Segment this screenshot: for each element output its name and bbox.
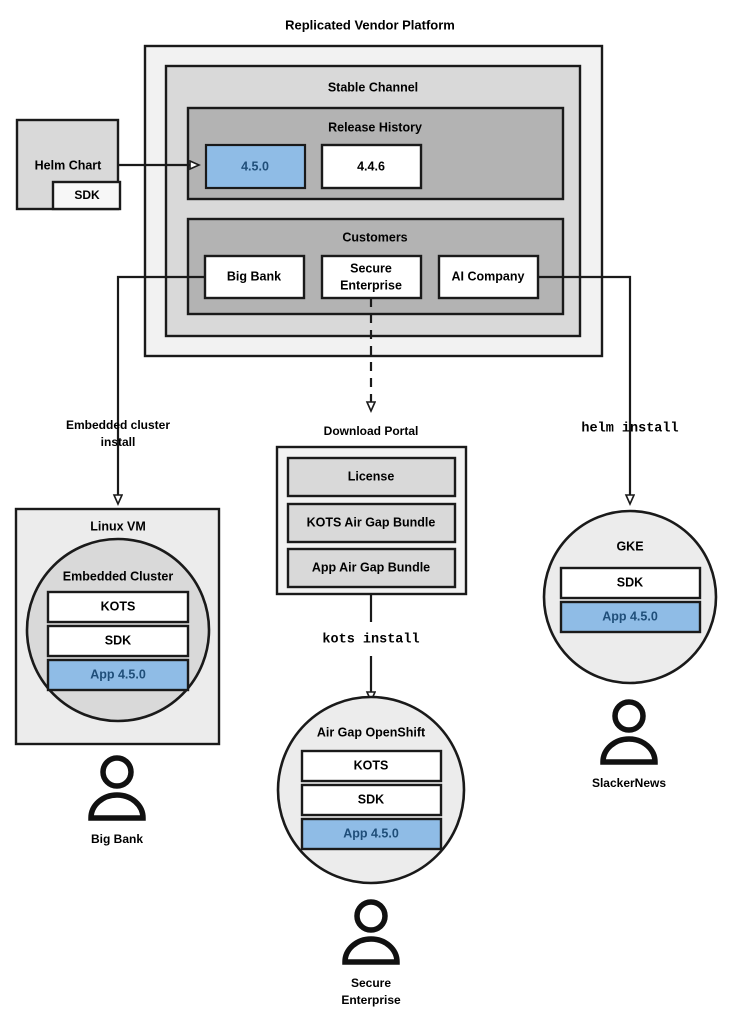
download-artifact-label-app-air-gap-bundle: App Air Gap Bundle [312,560,430,574]
person-icon-big-bank [88,755,146,821]
host-label-linux-vm: Linux VM [90,519,146,533]
stable-channel-title: Stable Channel [328,80,418,94]
customer-name-secure-enterprise-line1: Secure [351,976,391,990]
customer-label-secure-enterprise-line2: Enterprise [340,278,402,292]
page-title: Replicated Vendor Platform [285,17,455,32]
component-label-linux-vm-sdk: SDK [105,633,131,647]
component-label-gke-app: App 4.5.0 [602,609,658,623]
component-box-gke-sdk[interactable] [559,566,702,600]
host-label-gke: GKE [616,539,643,553]
customer-box-ai-company[interactable] [437,254,540,300]
component-box-linux-vm-sdk[interactable] [46,624,190,658]
component-label-openshift-sdk: SDK [358,792,384,806]
helm-chart-sdk-label: SDK [74,188,100,202]
customers-title: Customers [342,230,407,244]
download-portal-title: Download Portal [324,424,419,438]
edge-big-bank-to-linux-vm [118,275,205,503]
customer-label-big-bank: Big Bank [227,269,281,283]
customer-label-secure-enterprise-line1: Secure [350,261,392,275]
customer-name-secure-enterprise-line2: Enterprise [341,993,401,1007]
download-artifact-label-kots-air-gap-bundle: KOTS Air Gap Bundle [307,515,436,529]
edge-label-helm-install: helm install [581,422,678,437]
edge-label-kots-install: kots install [322,633,419,648]
customer-name-big-bank: Big Bank [91,832,143,846]
component-label-linux-vm-kots: KOTS [101,599,136,613]
host-label-air-gap-openshift: Air Gap OpenShift [317,725,426,739]
release-history-title: Release History [328,120,422,134]
customer-label-ai-company: AI Company [452,269,525,283]
component-label-openshift-kots: KOTS [354,758,389,772]
release-version-current: 4.5.0 [241,159,269,173]
download-artifact-kots-air-gap-bundle[interactable] [286,502,457,544]
helm-chart-sdk-box[interactable] [51,180,122,211]
release-box-previous[interactable] [320,143,423,190]
person-icon-slackernews [600,699,658,765]
component-label-openshift-app: App 4.5.0 [343,826,399,840]
component-box-linux-vm-app[interactable] [46,658,190,692]
customer-box-secure-enterprise[interactable] [320,254,423,300]
download-artifact-license[interactable] [286,456,457,498]
component-label-linux-vm-app: App 4.5.0 [90,667,146,681]
download-artifact-app-air-gap-bundle[interactable] [286,547,457,589]
cluster-label-embedded-cluster: Embedded Cluster [63,569,174,583]
component-box-openshift-app[interactable] [300,817,443,851]
release-version-previous: 4.4.6 [357,159,385,173]
component-box-openshift-sdk[interactable] [300,783,443,817]
customer-box-big-bank[interactable] [203,254,306,300]
edge-label-embedded-cluster-install-line2: install [101,435,136,449]
component-box-openshift-kots[interactable] [300,749,443,783]
release-box-current[interactable] [204,143,307,190]
customer-name-slackernews: SlackerNews [592,776,666,790]
component-box-gke-app[interactable] [559,600,702,634]
edge-label-embedded-cluster-install-line1: Embedded cluster [66,418,170,432]
component-box-linux-vm-kots[interactable] [46,590,190,624]
edge-ai-company-to-gke [538,275,630,503]
helm-chart-label: Helm Chart [35,158,103,172]
download-artifact-label-license: License [348,469,395,483]
component-label-gke-sdk: SDK [617,575,643,589]
person-icon-secure-enterprise [342,899,400,965]
